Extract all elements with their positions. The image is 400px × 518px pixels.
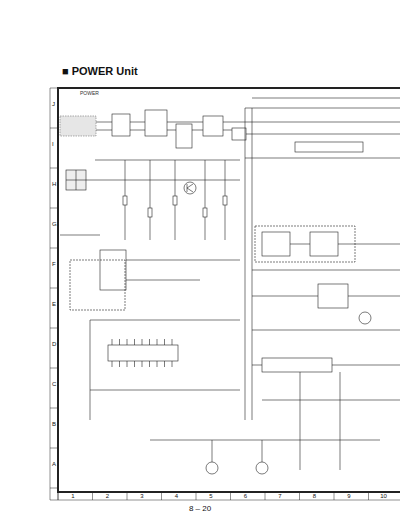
tick [196,492,197,500]
pin [127,361,128,367]
tick [265,492,266,500]
pin [119,339,120,345]
grid-row-letter: C [52,381,56,387]
grid-column-number: 2 [106,493,109,499]
filter-block [145,110,167,136]
grid-ticks [50,88,400,500]
grid-column-number: 6 [244,493,247,499]
grid-row-letter: B [52,421,56,427]
grid-column-number: 9 [347,493,350,499]
bridge-rectifier [66,170,86,190]
filter-block [203,116,223,136]
resistor-symbol [148,208,152,217]
grid-column-number: 1 [71,493,74,499]
tick [50,328,58,329]
resistors [123,160,227,240]
control-ic [100,250,126,290]
sub-ic [262,358,332,372]
tick [58,492,59,500]
pin [112,339,113,345]
grid-row-letter: I [52,141,54,147]
tick [50,488,58,489]
transistor-symbol [206,462,218,474]
wire [150,160,151,240]
grid-column-number: 5 [209,493,212,499]
grid-row-letter: D [52,341,56,347]
tick [50,288,58,289]
transistor-symbol [359,312,371,324]
ic-pins [112,339,172,367]
tick [50,448,58,449]
tick [299,492,300,500]
grid-row-letter: F [52,261,56,267]
driver-ic [318,284,348,308]
pin [157,339,158,345]
tick [50,408,58,409]
fuse [232,128,246,140]
grid-column-number: 7 [278,493,281,499]
pin [112,361,113,367]
tick [92,492,93,500]
pin [127,339,128,345]
grid-column-number: 8 [313,493,316,499]
pin [119,361,120,367]
transistor-symbol [184,182,196,194]
pin [172,339,173,345]
grid-column-number: 3 [140,493,143,499]
tick [334,492,335,500]
resistor-symbol [123,196,127,205]
grid-row-letter: E [52,301,56,307]
page-title: ■ POWER Unit [62,66,138,77]
wire [205,160,206,240]
resistor-symbol [223,196,227,205]
opamp-ic [262,232,290,256]
pin [149,361,150,367]
grid-row-letter: H [52,181,56,187]
page-number: 8 – 20 [189,505,211,513]
resistor-symbol [203,208,207,217]
regulator-ic [295,142,363,152]
pin [134,339,135,345]
filter-block [112,114,130,136]
tick [50,368,58,369]
net-label: POWER [80,91,99,96]
grid-column-number: 4 [175,493,178,499]
pin [164,361,165,367]
tick [50,128,58,129]
main-ic [108,345,178,361]
tick [50,208,58,209]
resistor-symbol [173,196,177,205]
pin [164,339,165,345]
tick [230,492,231,500]
tick [161,492,162,500]
transistor-symbol [256,462,268,474]
pin [157,361,158,367]
pin [142,339,143,345]
grid-row-letter: A [52,461,56,467]
grid-column-number: 10 [380,493,387,499]
frame [58,88,400,492]
pin [134,361,135,367]
tick [368,492,369,500]
dashed-box [70,260,125,310]
filter-block [176,124,192,148]
tick [50,168,58,169]
pin [142,361,143,367]
grid-row-letter: J [52,101,55,107]
pin [172,361,173,367]
tick [50,88,58,89]
opamp-ic [310,232,338,256]
tick [50,248,58,249]
ac-inlet [60,116,96,136]
tick [127,492,128,500]
pin [149,339,150,345]
grid-row-letter: G [52,221,57,227]
